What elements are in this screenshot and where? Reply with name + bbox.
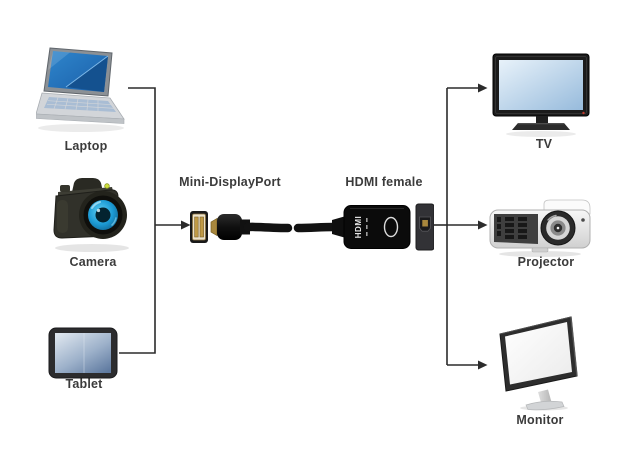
arrow-to-adapter — [181, 220, 191, 230]
device-laptop — [35, 46, 136, 138]
mini-displayport-plug — [210, 214, 293, 240]
camera-label: Camera — [69, 255, 117, 269]
projector-label: Projector — [517, 255, 575, 269]
tv-icon — [492, 53, 590, 137]
mini-displayport-port — [190, 211, 208, 243]
hdmi-female-label: HDMI female — [345, 175, 423, 189]
arrow-to-projector — [478, 220, 488, 230]
device-tablet — [48, 327, 118, 379]
adapter-cable — [293, 216, 346, 238]
monitor-label: Monitor — [516, 413, 564, 427]
mini-displayport-label: Mini-DisplayPort — [179, 175, 281, 189]
arrow-to-tv — [478, 83, 488, 93]
device-tv — [490, 52, 592, 138]
device-camera — [48, 174, 138, 254]
tablet-icon — [48, 327, 118, 379]
tv-label: TV — [535, 137, 553, 151]
device-monitor — [488, 312, 588, 412]
arrow-to-monitor — [478, 360, 488, 370]
adapter-body-text: HDMI — [354, 216, 363, 238]
laptop-label: Laptop — [64, 139, 108, 153]
left-bracket-line — [119, 87, 156, 354]
laptop-icon — [35, 47, 125, 132]
camera-icon — [53, 178, 129, 252]
projector-icon — [489, 199, 591, 257]
adapter-body: HDMI — [343, 205, 411, 249]
monitor-icon — [499, 316, 578, 411]
mini-displayport-to-hdmi-adapter-icon: HDMI — [190, 203, 434, 251]
tablet-label: Tablet — [65, 377, 103, 391]
device-projector — [488, 198, 592, 258]
hdmi-female-port — [415, 203, 434, 251]
